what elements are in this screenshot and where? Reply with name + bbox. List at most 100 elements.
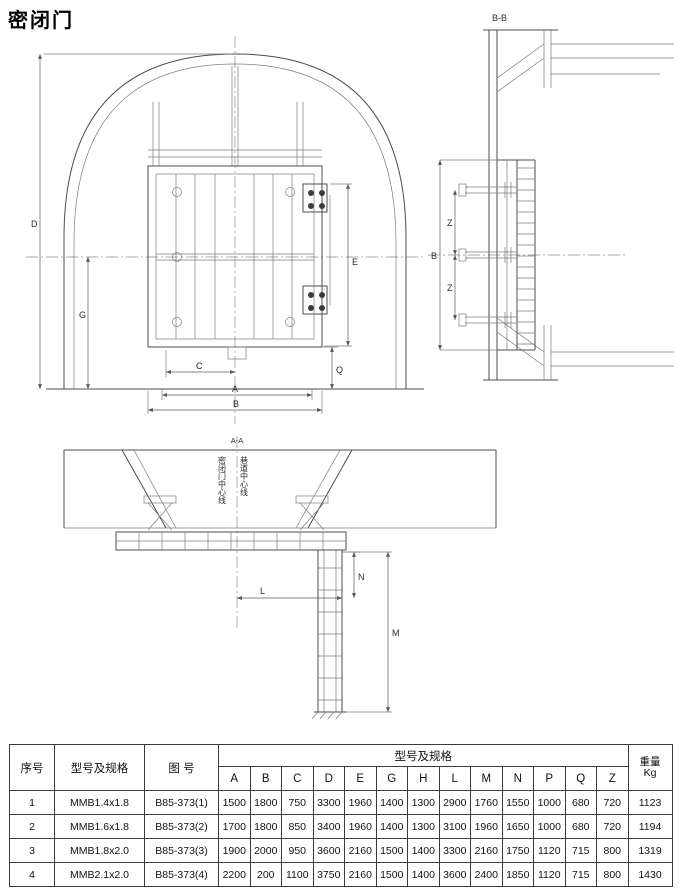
cell-dim: 1120 [533, 838, 566, 863]
header-dim-c: C [281, 766, 314, 791]
table-row: 1 MMB1.4x1.8 B85-373(1) 1500 1800 750 33… [9, 790, 673, 815]
cell-dim: 1400 [407, 862, 440, 887]
cell-dim: 1400 [375, 814, 408, 839]
cell-weight: 1319 [627, 838, 673, 863]
dimension-m: M [346, 551, 400, 713]
cell-dim: 3750 [312, 862, 345, 887]
header-dim-b: B [249, 766, 282, 791]
hinge-bracket-right [295, 495, 329, 531]
dimension-d: D [31, 53, 232, 389]
header-dim-n: N [501, 766, 534, 791]
anchor-bolt-top [458, 182, 517, 198]
cell-dim: 2160 [344, 838, 377, 863]
section-title: B-B [492, 13, 507, 23]
cell-dim: 1800 [249, 814, 282, 839]
header-drawing-no: 图 号 [144, 744, 219, 791]
cell-dim: 715 [564, 862, 597, 887]
cell-dim: 950 [281, 838, 314, 863]
cell-weight: 1430 [627, 862, 673, 887]
door-panel [147, 165, 323, 360]
cell-dim: 2200 [218, 862, 251, 887]
dimension-c: C [165, 350, 235, 377]
cell-serial: 2 [9, 814, 55, 839]
dim-label-c: C [196, 361, 203, 371]
dim-label-g: G [79, 310, 86, 320]
cell-dim: 1120 [533, 862, 566, 887]
dim-label-n: N [358, 572, 365, 582]
dim-label-z1: Z [447, 218, 453, 228]
plan-view: A-A 密闭门中心线 巷道中心线 [63, 436, 497, 720]
cell-dim: 2160 [344, 862, 377, 887]
cell-dim: 2900 [438, 790, 471, 815]
cell-dim: 1960 [344, 814, 377, 839]
cell-model: MMB2.1x2.0 [54, 862, 145, 887]
dim-label-m: M [392, 628, 400, 638]
header-dim-m: M [470, 766, 503, 791]
wall-structure [483, 29, 674, 381]
technical-drawing: D G E Q C [26, 13, 674, 720]
cell-model: MMB1.4x1.8 [54, 790, 145, 815]
table-row: 3 MMB1.8x2.0 B85-373(3) 1900 2000 950 36… [9, 838, 673, 863]
section-mark-aa: A-A [231, 436, 244, 445]
cell-model: MMB1.8x2.0 [54, 838, 145, 863]
cell-dim: 3100 [438, 814, 471, 839]
dim-label-l: L [260, 586, 265, 596]
cell-dim: 2160 [470, 838, 503, 863]
table-row: 2 MMB1.6x1.8 B85-373(2) 1700 1800 850 34… [9, 814, 673, 839]
cell-dim: 1000 [533, 814, 566, 839]
cell-dim: 1960 [344, 790, 377, 815]
cell-dim: 1700 [218, 814, 251, 839]
header-dim-e: E [344, 766, 377, 791]
cell-dim: 1300 [407, 790, 440, 815]
cell-dim: 3600 [312, 838, 345, 863]
cell-dim: 2400 [470, 862, 503, 887]
cell-dim: 1500 [375, 838, 408, 863]
anchor-bolt-middle [458, 247, 517, 263]
wall-opening [63, 449, 497, 529]
header-serial: 序号 [9, 744, 55, 791]
cell-dim: 850 [281, 814, 314, 839]
cell-weight: 1123 [627, 790, 673, 815]
cell-serial: 4 [9, 862, 55, 887]
cell-serial: 1 [9, 790, 55, 815]
dimension-e: E [324, 183, 358, 347]
header-weight: 重量 Kg [627, 744, 673, 791]
spec-table: 序号 型号及规格 图 号 型号及规格 重量 Kg A B C D E G H L… [9, 744, 673, 887]
cell-dim: 1800 [249, 790, 282, 815]
door-centerline-label: 密闭门中心线 [218, 455, 227, 504]
cell-dim: 1650 [501, 814, 534, 839]
anchor-bolt-bottom [458, 312, 517, 328]
cell-dim: 1300 [407, 814, 440, 839]
cell-dim: 1960 [470, 814, 503, 839]
cell-dim: 1000 [533, 790, 566, 815]
cell-dim: 720 [596, 814, 629, 839]
table-header-row-2: A B C D E G H L M N P Q Z [10, 766, 673, 791]
dimension-b: B [147, 391, 323, 414]
header-dim-p: P [533, 766, 566, 791]
cell-serial: 3 [9, 838, 55, 863]
dim-label-z2: Z [447, 283, 453, 293]
cell-dim: 2000 [249, 838, 282, 863]
cell-drawing-no: B85-373(4) [144, 862, 219, 887]
open-door-channel [311, 549, 346, 720]
cell-dim: 680 [564, 814, 597, 839]
dimension-z-lower: Z [447, 254, 457, 320]
table-header-row-1: 序号 型号及规格 图 号 型号及规格 重量 Kg [9, 744, 673, 791]
cell-dim: 1400 [375, 790, 408, 815]
tunnel-centerline-label: 巷道中心线 [240, 456, 249, 496]
cell-dim: 1400 [407, 838, 440, 863]
page-title: 密闭门 [8, 10, 74, 32]
header-dim-h: H [407, 766, 440, 791]
dimension-q: Q [322, 346, 343, 389]
hinge-assembly-top [302, 183, 328, 213]
header-dim-g: G [375, 766, 408, 791]
dim-label-b: B [233, 399, 239, 409]
header-dim-l: L [438, 766, 471, 791]
door-slab [115, 531, 347, 551]
header-spec-group: 型号及规格 [218, 744, 629, 767]
dimension-z-upper: Z [447, 190, 457, 255]
cell-weight: 1194 [627, 814, 673, 839]
dimension-l: L [237, 586, 342, 600]
header-weight-line2: Kg [643, 766, 657, 779]
